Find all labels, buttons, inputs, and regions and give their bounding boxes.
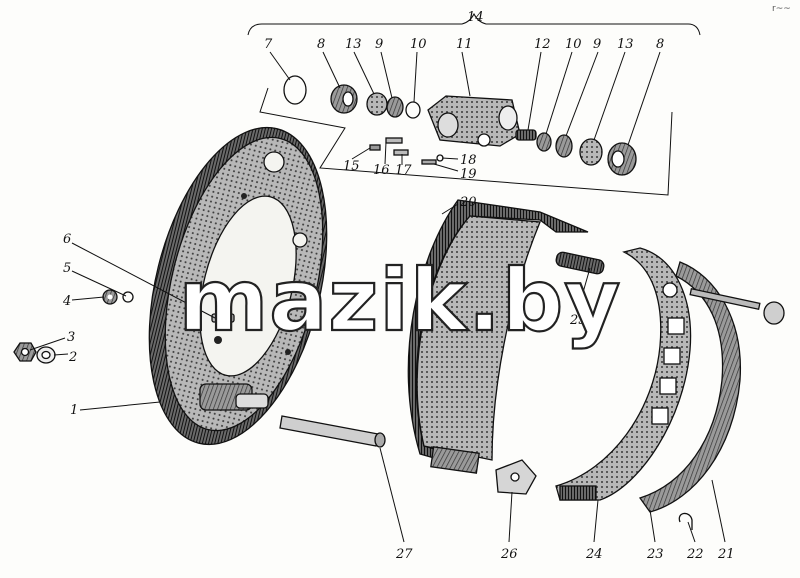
watermark: mazik.by bbox=[179, 251, 622, 351]
screws-15-19 bbox=[369, 137, 444, 165]
spring-12 bbox=[515, 129, 537, 141]
snap-ring-7 bbox=[283, 75, 307, 105]
cup-9-left bbox=[386, 96, 404, 118]
callout-7: 7 bbox=[264, 37, 273, 52]
group-enclosure bbox=[259, 87, 673, 196]
callout-8-left: 8 bbox=[317, 37, 325, 52]
lock-washer bbox=[122, 291, 134, 303]
anchor-pin bbox=[279, 415, 386, 448]
callout-23: 23 bbox=[646, 547, 664, 562]
callout-12: 12 bbox=[534, 37, 551, 52]
callout-13-left: 13 bbox=[345, 37, 362, 52]
seal-10-right bbox=[536, 132, 552, 152]
clip-22 bbox=[678, 512, 693, 530]
group-bracket bbox=[247, 12, 701, 36]
callout-15: 15 bbox=[343, 159, 360, 174]
nut-3 bbox=[13, 342, 37, 362]
leader-lines bbox=[29, 51, 726, 543]
callout-24: 24 bbox=[585, 547, 603, 562]
backing-plate bbox=[148, 126, 328, 446]
seal-10-left bbox=[405, 101, 421, 119]
adjuster-bolt bbox=[689, 288, 785, 325]
callout-13-right: 13 bbox=[617, 37, 634, 52]
callout-27: 27 bbox=[395, 547, 413, 562]
callout-9-right: 9 bbox=[593, 37, 601, 52]
callout-16: 16 bbox=[373, 163, 390, 178]
callout-18: 18 bbox=[460, 153, 477, 168]
cup-9-right bbox=[555, 134, 573, 158]
callout-3: 3 bbox=[67, 330, 75, 345]
stud-bolt bbox=[211, 313, 235, 323]
callout-22: 22 bbox=[686, 547, 704, 562]
callout-11: 11 bbox=[456, 37, 473, 52]
callout-21: 21 bbox=[717, 547, 735, 562]
callout-19: 19 bbox=[460, 167, 477, 182]
boot-8-left bbox=[330, 84, 358, 114]
corner-mark: r~~ bbox=[772, 4, 791, 14]
piston-13-right bbox=[579, 138, 603, 166]
callout-6: 6 bbox=[63, 232, 71, 247]
washer-2 bbox=[36, 346, 56, 364]
eccentric-plate-26 bbox=[495, 459, 537, 495]
callout-25: 25 bbox=[569, 313, 587, 328]
brake-shoe-front bbox=[407, 199, 589, 474]
callout-14: 14 bbox=[467, 10, 484, 25]
wheel-cylinder-11 bbox=[427, 95, 521, 147]
callout-2: 2 bbox=[68, 350, 77, 365]
nut-4 bbox=[102, 289, 118, 305]
callout-4: 4 bbox=[62, 294, 71, 309]
piston-13-left bbox=[366, 92, 388, 116]
callout-10-right: 10 bbox=[565, 37, 582, 52]
callout-10-left: 10 bbox=[410, 37, 427, 52]
callout-9-left: 9 bbox=[375, 37, 383, 52]
boot-8-right bbox=[607, 142, 637, 176]
callout-1: 1 bbox=[70, 403, 78, 418]
callout-26: 26 bbox=[500, 547, 518, 562]
return-spring-25 bbox=[555, 251, 605, 275]
callout-17: 17 bbox=[395, 163, 412, 178]
callout-labels: 14 7 8 13 9 10 11 12 10 9 13 8 15 16 17 … bbox=[62, 10, 735, 562]
callout-5: 5 bbox=[63, 261, 71, 276]
callout-20: 20 bbox=[459, 195, 477, 210]
callout-8-right: 8 bbox=[656, 37, 664, 52]
